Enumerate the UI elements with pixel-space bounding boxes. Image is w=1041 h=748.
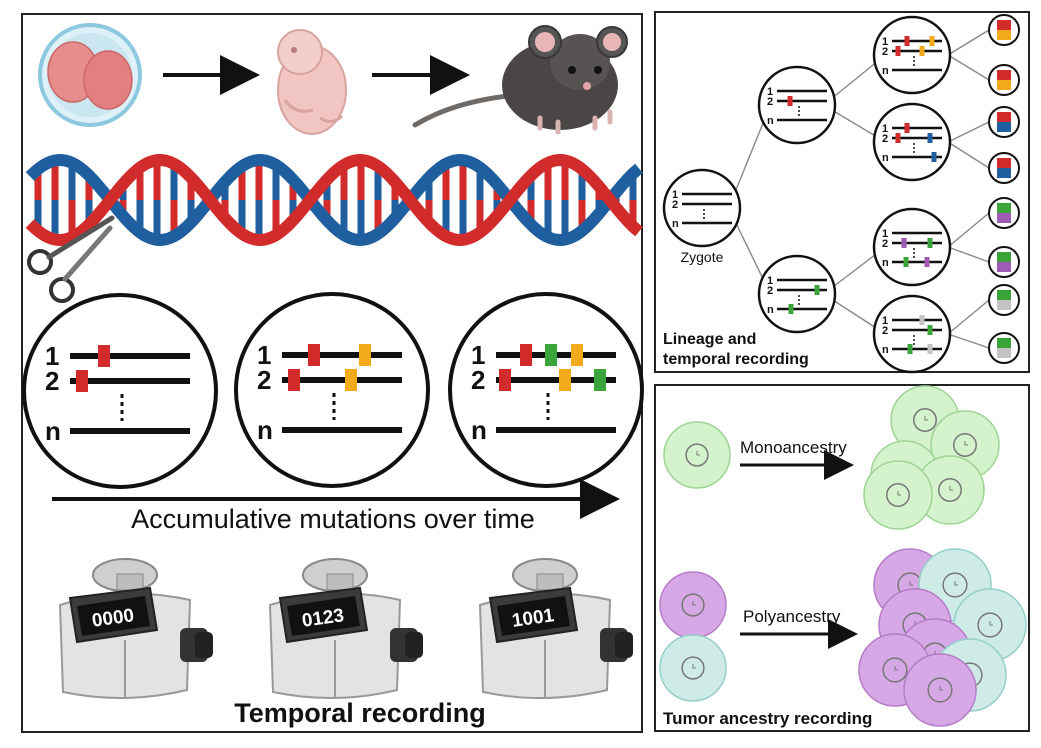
lineage-row-label: 1 [672,189,678,201]
lineage-panel-title-line2: temporal recording [663,351,809,368]
scissors-icon [27,215,115,303]
lineage-row-label: n [882,65,889,77]
row-label: 1 [471,340,485,370]
mutation-mark [76,370,88,392]
mutation-circle-1: 12 n [22,293,218,489]
mutation-mark [545,344,557,366]
lineage-row-label: n [882,344,889,356]
row-label: 2 [471,365,485,395]
row-label: 2 [257,365,271,395]
mutation-mark [594,369,606,391]
lineage-row-label: 1 [882,123,888,135]
lineage-leaf-cell [988,284,1020,316]
lineage-node-z: 12 n [662,168,742,248]
row-label: 2 [45,366,59,396]
tumor-cell-mixed [903,653,977,727]
lineage-leaf-cell [988,197,1020,229]
single-cell-green [663,421,731,489]
lineage-leaf-cell [988,246,1020,278]
lineage-panel-frame [654,11,1030,373]
lineage-row-label: 2 [882,325,888,337]
row-label: 1 [45,341,59,371]
single-cell-purple [659,571,727,639]
lineage-leaf-cell [988,64,1020,96]
time-arrow-caption: Accumulative mutations over time [131,504,535,534]
lineage-row-label: 2 [882,133,888,145]
lineage-row-label: 2 [672,199,678,211]
row-label: n [257,415,273,445]
tumor-panel-frame [654,384,1030,732]
lineage-node-a2: 12 n [872,102,952,182]
lineage-row-label: 1 [767,86,773,98]
row-label: n [45,416,61,446]
lineage-node-a: 12 n [757,65,837,145]
lineage-row-label: n [672,218,679,230]
tumor-cell-green [863,460,933,530]
monoancestry-label: Monoancestry [740,438,847,457]
lineage-row-label: 1 [882,36,888,48]
lineage-row-label: 1 [882,228,888,240]
tumor-panel-title: Tumor ancestry recording [663,709,872,728]
mutation-circle-2: 12 n [234,292,430,488]
lineage-panel-title-line1: Lineage and [663,331,756,348]
row-label: 1 [257,340,271,370]
lineage-node-a1: 12 n [872,15,952,95]
lineage-row-label: 1 [767,275,773,287]
mutation-mark [559,369,571,391]
lineage-leaf-cell [988,332,1020,364]
lineage-row-label: n [767,115,774,127]
mutation-mark [359,344,371,366]
row-label: n [471,415,487,445]
two-cell-embryo-icon [38,23,142,127]
lineage-node-b: 12 n [757,254,837,334]
lineage-row-label: 2 [767,96,773,108]
dna-helix [25,153,643,247]
lineage-row-label: n [882,257,889,269]
tally-counter-3: 1001 [478,558,633,699]
mutation-mark [288,369,300,391]
tally-counter-1: 0000 [58,558,213,699]
lineage-row-label: 2 [882,46,888,58]
lineage-leaf-cell [988,106,1020,138]
mutation-mark [98,345,110,367]
lineage-row-label: 2 [882,238,888,250]
tally-counter-2: 0123 [268,558,423,699]
temporal-panel-title: Temporal recording [234,698,486,728]
mutation-mark [571,344,583,366]
lineage-row-label: n [882,152,889,164]
mutation-mark [499,369,511,391]
lineage-leaf-cell [988,14,1020,46]
lineage-row-label: 1 [882,315,888,327]
fetus-icon [277,29,347,135]
lineage-node-b1: 12 n [872,207,952,287]
polyancestry-label: Polyancestry [743,607,841,626]
zygote-label: Zygote [681,249,724,265]
mutation-mark [520,344,532,366]
mouse-icon [412,25,628,135]
mutation-circle-3: 12 n [448,292,644,488]
mutation-mark [345,369,357,391]
lineage-node-b2: 12 n [872,294,952,374]
lineage-row-label: 2 [767,285,773,297]
lineage-row-label: n [767,304,774,316]
mutation-mark [308,344,320,366]
single-cell-teal [659,634,727,702]
lineage-leaf-cell [988,152,1020,184]
